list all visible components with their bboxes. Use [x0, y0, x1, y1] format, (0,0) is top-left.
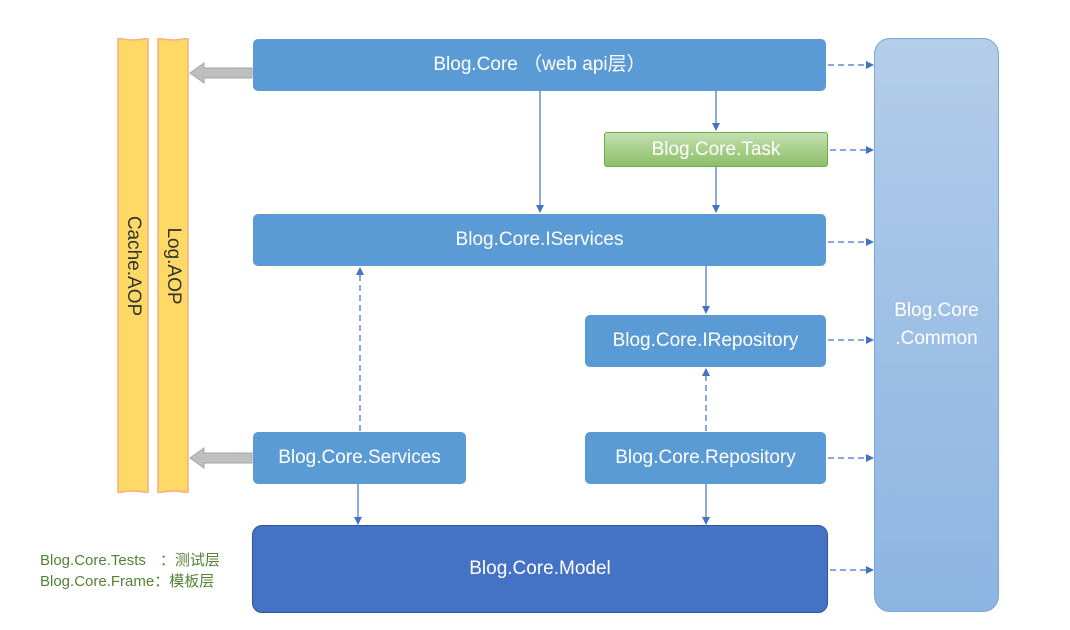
cache-aop-bar: Cache.AOP: [117, 38, 149, 493]
block-arrow-webapi-to-aop: [189, 62, 253, 84]
node-model: Blog.Core.Model: [252, 525, 828, 613]
legend-tests-desc: 测试层: [174, 551, 220, 569]
node-irepository-label: Blog.Core.IRepository: [612, 330, 799, 351]
node-iservices: Blog.Core.IServices: [253, 214, 826, 266]
legend-frame-desc: 模板层: [169, 572, 215, 590]
node-web-api-label: Blog.Core （web api层）: [433, 54, 646, 75]
node-model-label: Blog.Core.Model: [469, 558, 611, 579]
legend-frame: Blog.Core.Frame：模板层: [40, 570, 214, 591]
node-common-label-line1: Blog.Core: [894, 300, 979, 321]
log-aop-label: Log.AOP: [163, 226, 184, 305]
legend-frame-sep: ：: [154, 572, 170, 590]
legend-frame-name: Blog.Core.Frame: [40, 573, 155, 590]
node-services: Blog.Core.Services: [253, 432, 466, 484]
node-iservices-label: Blog.Core.IServices: [455, 229, 624, 250]
node-common-label-line2: .Common: [895, 328, 978, 349]
legend-tests: Blog.Core.Tests ：测试层: [40, 549, 220, 570]
node-irepository: Blog.Core.IRepository: [585, 315, 826, 367]
node-task-label: Blog.Core.Task: [651, 138, 781, 160]
node-task: Blog.Core.Task: [604, 132, 828, 167]
node-common: Blog.Core .Common: [874, 38, 999, 612]
block-arrow-services-to-aop: [189, 447, 253, 469]
legend-tests-name: Blog.Core.Tests: [40, 552, 146, 569]
node-services-label: Blog.Core.Services: [278, 447, 441, 468]
cache-aop-label: Cache.AOP: [123, 215, 144, 316]
log-aop-bar: Log.AOP: [157, 38, 189, 493]
node-web-api: Blog.Core （web api层）: [253, 39, 826, 91]
node-repository: Blog.Core.Repository: [585, 432, 826, 484]
legend-tests-sep: ：: [159, 551, 175, 569]
node-repository-label: Blog.Core.Repository: [615, 447, 796, 468]
